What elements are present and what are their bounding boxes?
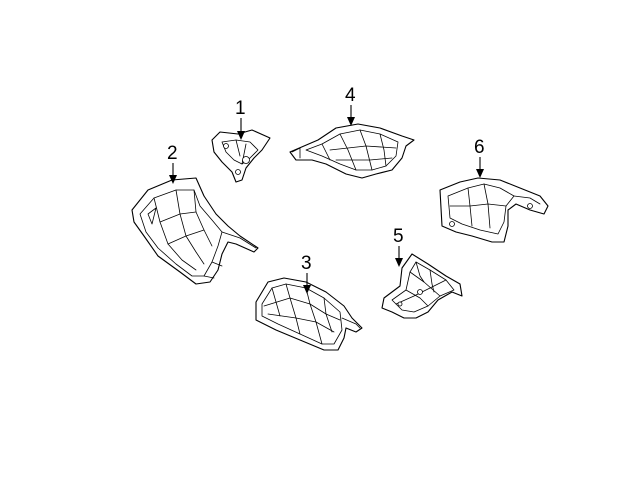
callout-number-2: 2 — [167, 143, 178, 164]
callout-6: 6 — [474, 137, 485, 178]
heat-shield-part-4 — [289, 123, 415, 179]
callout-number-6: 6 — [474, 137, 485, 158]
callout-number-3: 3 — [301, 253, 312, 274]
arrow-3-head — [303, 285, 311, 294]
arrow-4-head — [347, 117, 355, 126]
callout-1: 1 — [235, 98, 246, 140]
arrow-6-head — [476, 169, 484, 178]
callout-2: 2 — [167, 143, 178, 184]
heat-shield-part-2 — [131, 177, 259, 285]
arrow-5-head — [395, 258, 403, 267]
heat-shield-part-3 — [255, 277, 363, 351]
callout-number-4: 4 — [345, 85, 356, 106]
callout-3: 3 — [301, 253, 312, 294]
callout-number-1: 1 — [235, 98, 246, 119]
heat-shield-part-6 — [439, 177, 549, 243]
arrow-2-head — [169, 175, 177, 184]
arrow-1-head — [237, 131, 245, 140]
heat-shield-part-5 — [381, 253, 463, 319]
callout-number-5: 5 — [393, 226, 404, 247]
callout-4: 4 — [345, 85, 356, 126]
callout-5: 5 — [393, 226, 404, 267]
